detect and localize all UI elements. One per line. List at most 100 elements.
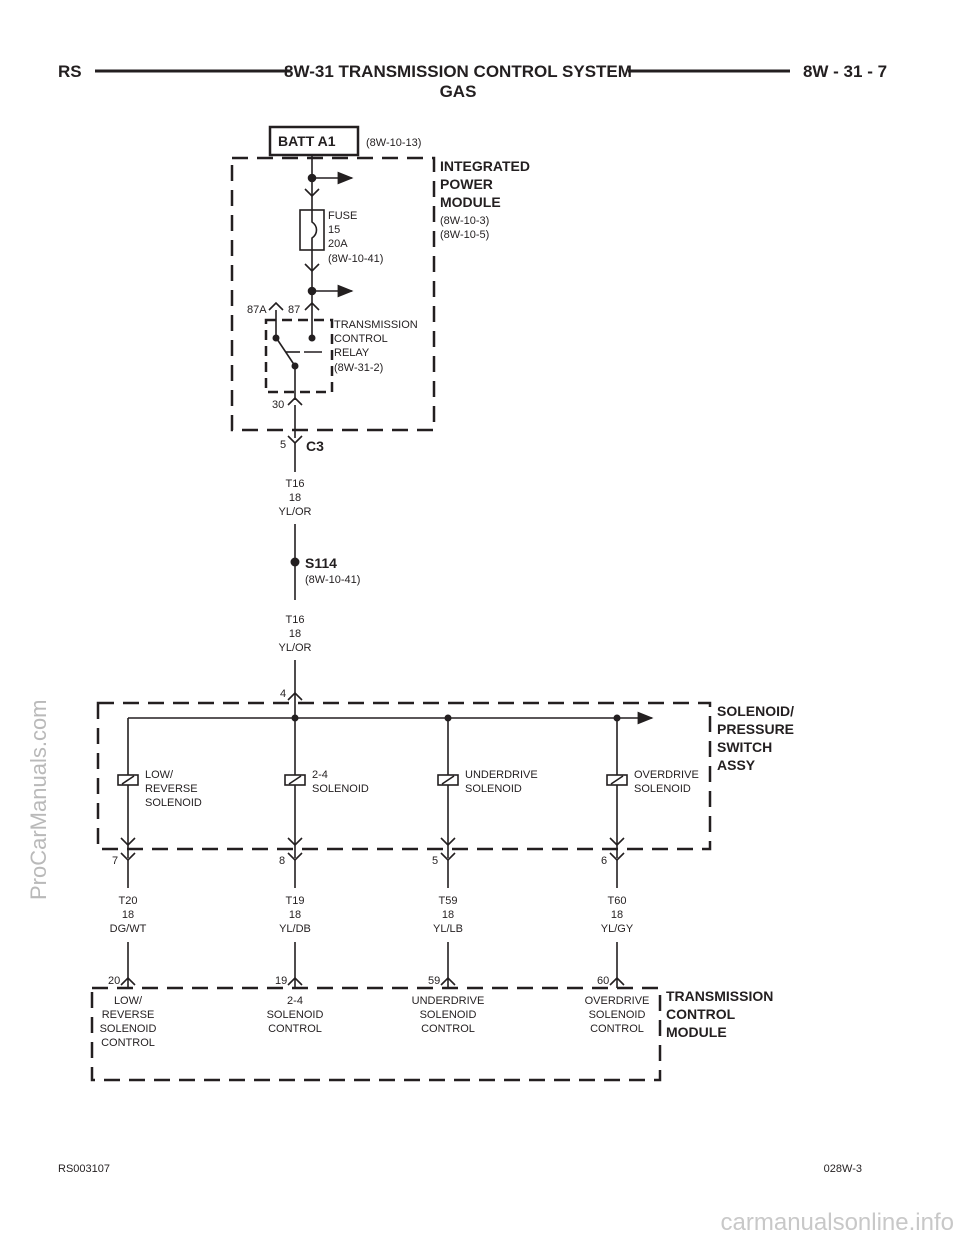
solenoid-label: SOLENOID: [634, 783, 691, 795]
assy-title-1: SOLENOID/: [717, 703, 794, 719]
batt-a1-box: BATT A1 (8W-10-13): [268, 125, 421, 157]
c3-name: C3: [306, 438, 324, 454]
wire-upper-gauge: 18: [289, 492, 301, 504]
watermark-left: ProCarManuals.com: [26, 699, 51, 900]
solenoid-pin-out: 6: [601, 855, 607, 867]
solenoid-branch: 2-4SOLENOID8T1918YL/DB192-4SOLENOIDCONTR…: [267, 718, 369, 1035]
tcm-input-label: LOW/: [114, 995, 143, 1007]
wire-label: YL/DB: [279, 923, 311, 935]
solenoid-branch: OVERDRIVESOLENOID6T6018YL/GY60OVERDRIVES…: [585, 718, 699, 1035]
header-left: RS: [58, 62, 82, 81]
tcm-input-label: SOLENOID: [420, 1009, 477, 1021]
header-page-number: 8W - 31 - 7: [803, 62, 887, 81]
ipm-title-3: MODULE: [440, 194, 501, 210]
solenoid-branches: LOW/REVERSESOLENOID7T2018DG/WT20LOW/REVE…: [100, 718, 699, 1049]
solenoid-pin-out: 5: [432, 855, 438, 867]
wire-label: YL/LB: [433, 923, 463, 935]
page-header: RS 8W-31 TRANSMISSION CONTROL SYSTEM 8W …: [58, 62, 887, 101]
watermark-bottom: carmanualsonline.info: [721, 1209, 954, 1236]
wire-label: DG/WT: [110, 923, 147, 935]
tcm-title-3: MODULE: [666, 1024, 727, 1040]
solenoid-pressure-switch-assy: SOLENOID/ PRESSURE SWITCH ASSY: [96, 701, 794, 851]
relay-label-1: TRANSMISSION: [334, 319, 418, 331]
solenoid-label: OVERDRIVE: [634, 769, 699, 781]
assy-title-3: SWITCH: [717, 739, 772, 755]
wire-lower-gauge: 18: [289, 628, 301, 640]
assy-title-4: ASSY: [717, 757, 756, 773]
splice-ref: (8W-10-41): [305, 574, 360, 586]
wire-label: 18: [122, 909, 134, 921]
tcm-input-label: CONTROL: [590, 1023, 644, 1035]
tcm-pin: 59: [428, 975, 440, 987]
tcm-input-label: SOLENOID: [100, 1023, 157, 1035]
tcm-input-label: OVERDRIVE: [585, 995, 650, 1007]
wire-upper-color: YL/OR: [278, 506, 311, 518]
integrated-power-module: INTEGRATED POWER MODULE (8W-10-3) (8W-10…: [230, 156, 530, 432]
tcm-input-label: 2-4: [287, 995, 303, 1007]
ipm-ref-2: (8W-10-5): [440, 229, 489, 241]
ipm-title-1: INTEGRATED: [440, 158, 530, 174]
c3-pin: 5: [280, 439, 286, 451]
wire-upper-circuit: T16: [286, 478, 305, 490]
tcm-input-label: CONTROL: [268, 1023, 322, 1035]
relay-pin-87a: 87A: [247, 304, 267, 316]
power-feed: [299, 155, 354, 318]
solenoid-label: 2-4: [312, 769, 328, 781]
page-footer: RS003107 028W-3: [58, 1163, 862, 1175]
fuse-rating: 20A: [328, 238, 348, 250]
wire-lower-color: YL/OR: [278, 642, 311, 654]
wire-t16-lower: T16 18 YL/OR 4: [278, 614, 312, 705]
tcm-input-label: SOLENOID: [589, 1009, 646, 1021]
footer-right: 028W-3: [824, 1163, 862, 1175]
wire-label: 18: [611, 909, 623, 921]
solenoid-pin-out: 8: [279, 855, 285, 867]
solenoid-branch: UNDERDRIVESOLENOID5T5918YL/LB59UNDERDRIV…: [412, 718, 538, 1035]
wire-label: 18: [442, 909, 454, 921]
tcm-title-1: TRANSMISSION: [666, 988, 773, 1004]
ipm-ref-1: (8W-10-3): [440, 215, 489, 227]
footer-left: RS003107: [58, 1163, 110, 1175]
batt-label: BATT A1: [278, 133, 336, 149]
c3-connector: 5 C3: [280, 405, 324, 472]
splice-name: S114: [305, 555, 337, 571]
solenoid-label: REVERSE: [145, 783, 198, 795]
wire-label: T20: [119, 895, 138, 907]
tcm-input-label: CONTROL: [421, 1023, 475, 1035]
solenoid-label: UNDERDRIVE: [465, 769, 538, 781]
tcm-input-label: SOLENOID: [267, 1009, 324, 1021]
relay-label-3: RELAY: [334, 347, 370, 359]
tcm-pin: 60: [597, 975, 609, 987]
tcm-pin: 19: [275, 975, 287, 987]
tcm-input-label: CONTROL: [101, 1037, 155, 1049]
solenoid-label: SOLENOID: [145, 797, 202, 809]
solenoid-pin-in: 4: [280, 688, 286, 700]
transmission-control-relay: 87A 87 30 TRANSMISSION CONTROL RELAY (8W…: [247, 301, 418, 411]
wire-label: T59: [439, 895, 458, 907]
relay-pin-87: 87: [288, 304, 300, 316]
relay-pin-30: 30: [272, 399, 284, 411]
wire-label: T19: [286, 895, 305, 907]
batt-ref: (8W-10-13): [366, 137, 421, 149]
solenoid-label: SOLENOID: [312, 783, 369, 795]
solenoid-label: SOLENOID: [465, 783, 522, 795]
header-title: 8W-31 TRANSMISSION CONTROL SYSTEM: [284, 62, 632, 81]
transmission-control-module: TRANSMISSION CONTROL MODULE: [90, 986, 773, 1082]
fuse-label: FUSE: [328, 210, 357, 222]
relay-label-2: CONTROL: [334, 333, 388, 345]
wire-lower-circuit: T16: [286, 614, 305, 626]
tcm-pin: 20: [108, 975, 120, 987]
solenoid-pin-out: 7: [112, 855, 118, 867]
wire-label: 18: [289, 909, 301, 921]
wire-label: YL/GY: [601, 923, 634, 935]
fuse-ref: (8W-10-41): [328, 253, 383, 265]
assy-title-2: PRESSURE: [717, 721, 794, 737]
header-subtitle: GAS: [440, 82, 477, 101]
tcm-input-label: REVERSE: [102, 1009, 155, 1021]
solenoid-label: LOW/: [145, 769, 174, 781]
fuse-number: 15: [328, 224, 340, 236]
tcm-title-2: CONTROL: [666, 1006, 736, 1022]
ipm-title-2: POWER: [440, 176, 493, 192]
fuse-15: FUSE 15 20A (8W-10-41): [328, 210, 383, 265]
splice-s114: S114 (8W-10-41): [290, 555, 360, 586]
